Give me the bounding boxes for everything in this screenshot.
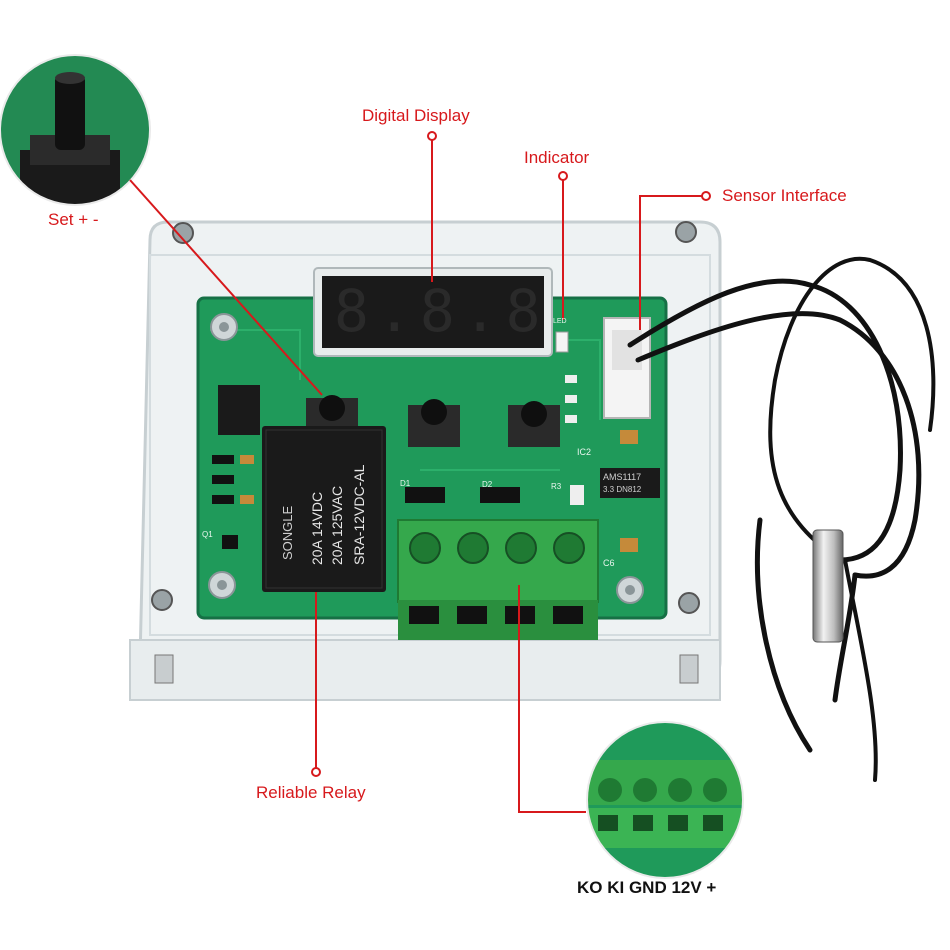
sensor-cable xyxy=(627,256,936,782)
label-terminals: KO KI GND 12V + xyxy=(577,878,717,897)
terminal-block xyxy=(397,519,599,640)
pcb-mark-d1: D1 xyxy=(400,479,411,488)
display-digits: 8.8.8 xyxy=(334,277,549,345)
sensor-connector xyxy=(603,317,651,419)
relay-brand: SONGLE xyxy=(280,505,295,560)
pcb-mark-regulator: AMS1117 xyxy=(603,472,642,482)
digital-display xyxy=(313,267,553,357)
button-closeup xyxy=(0,54,151,206)
label-digital-display: Digital Display xyxy=(362,106,470,125)
temperature-probe xyxy=(812,529,844,643)
relay-rating-1: 20A 14VDC xyxy=(309,492,325,565)
pcb-mark-d2: D2 xyxy=(482,480,493,489)
pcb-mark-q1: Q1 xyxy=(202,530,213,539)
relay-model: SRA-12VDC-AL xyxy=(351,464,367,565)
pcb-mark-led: LED xyxy=(553,318,567,325)
annotation-dots xyxy=(311,131,711,777)
pcb-mark-c6: C6 xyxy=(603,558,615,568)
case-screws xyxy=(151,221,700,684)
terminal-closeup xyxy=(586,721,744,879)
relay-rating-2: 20A 125VAC xyxy=(329,486,345,565)
label-sensor-interface: Sensor Interface xyxy=(722,186,847,205)
label-reliable-relay: Reliable Relay xyxy=(256,783,366,802)
label-set: Set + - xyxy=(48,210,99,229)
annotation-lines xyxy=(129,136,706,813)
pcb-mark-ic2: IC2 xyxy=(577,447,592,457)
relay: SONGLE 20A 14VDC 20A 125VAC SRA-12VDC-AL xyxy=(262,426,386,592)
pcb-mark-r3: R3 xyxy=(551,482,562,491)
label-indicator: Indicator xyxy=(524,148,590,167)
pcb-mark-regulator-sub: 3.3 DN812 xyxy=(603,485,642,494)
